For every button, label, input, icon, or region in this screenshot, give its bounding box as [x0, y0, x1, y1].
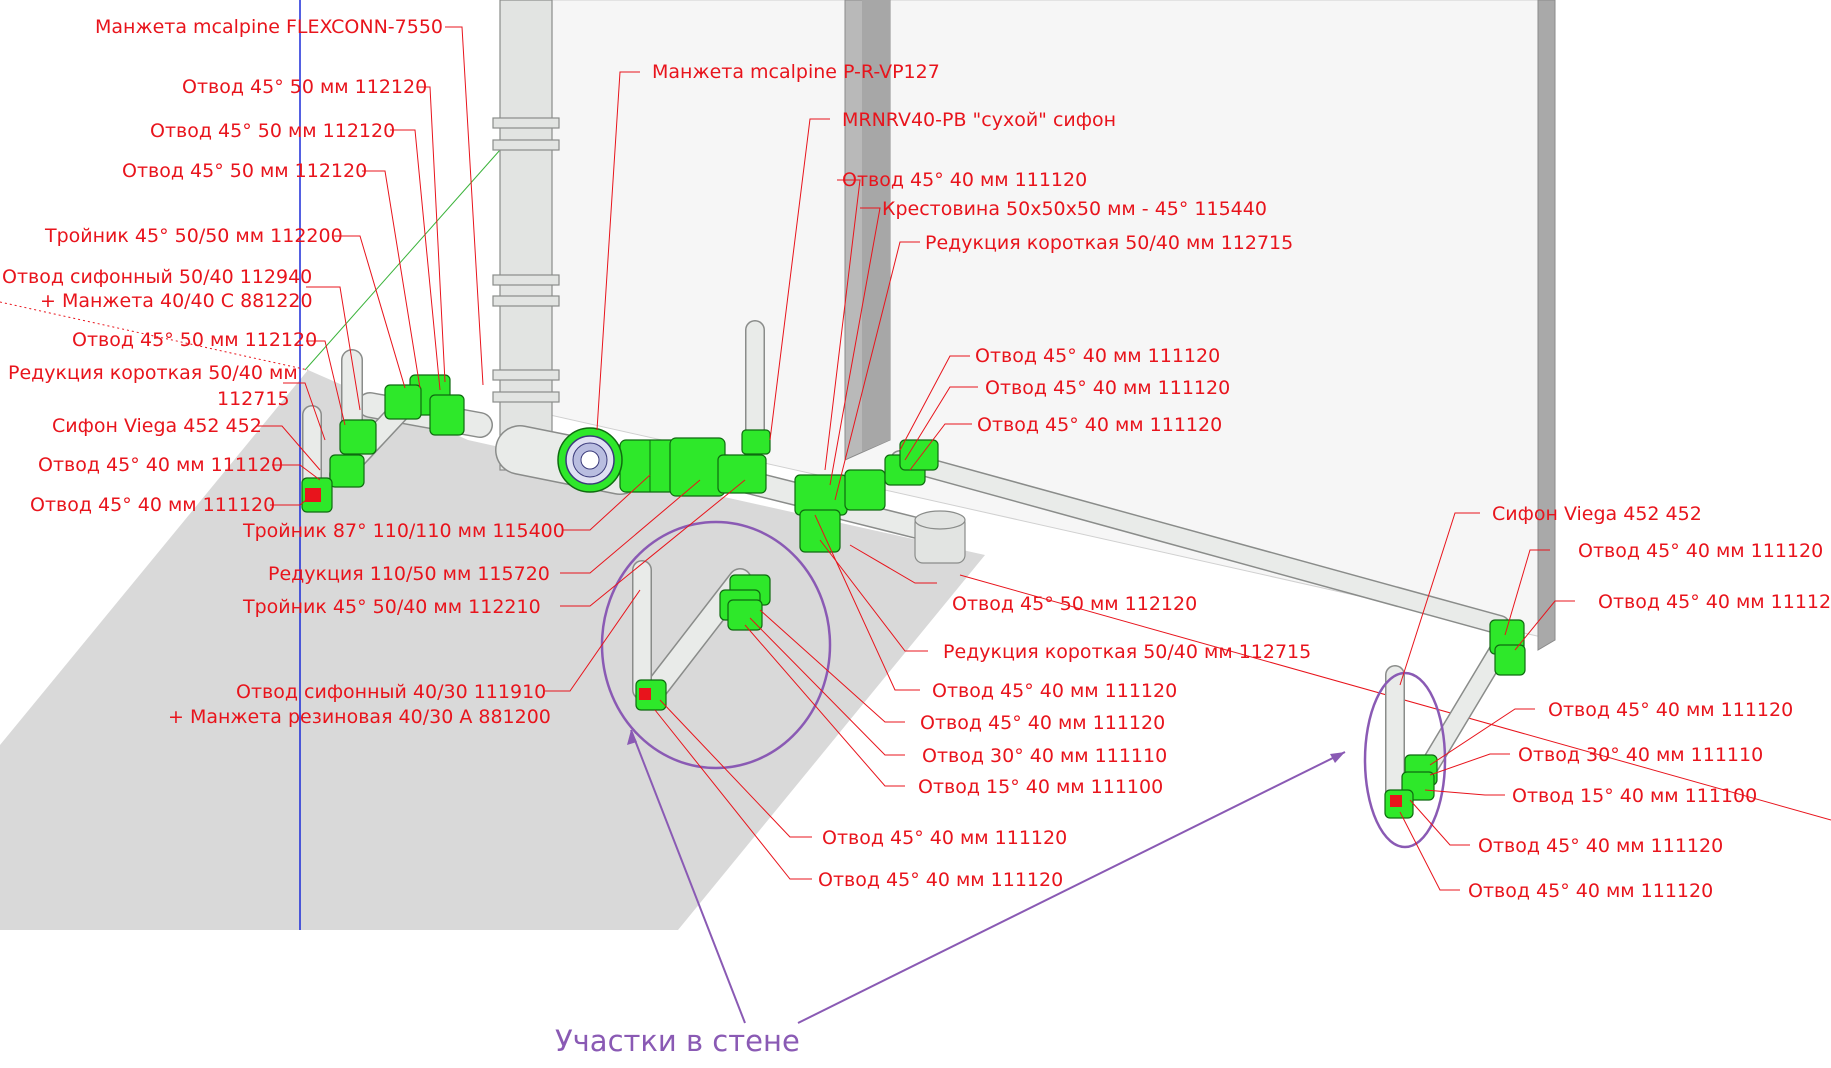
cross-50-left — [794, 474, 848, 516]
label-manzheta-vp127: Манжета mcalpine P-R-VP127 — [652, 61, 940, 83]
label-otvod-15-40-far: Отвод 15° 40 мм 111100 — [1512, 785, 1757, 807]
dry-trap — [557, 427, 623, 493]
riser-cap-red-right — [1390, 795, 1402, 807]
label-otvod-45-40-right-b: Отвод 45° 40 мм 111120 — [985, 377, 1230, 399]
label-otvod-45-40-far-a: Отвод 45° 40 мм 111120 — [1578, 540, 1823, 562]
right-elbow-2 — [1494, 644, 1526, 676]
label-troinik-45-50-40: Тройник 45° 50/40 мм 112210 — [242, 596, 541, 618]
cross-50-right — [844, 469, 886, 511]
wall-section-ellipse-right — [1363, 671, 1447, 849]
label-otvod-45-40-far-d: Отвод 45° 40 мм 111120 — [1478, 835, 1723, 857]
labels: Манжета mcalpine FLEXCONN-7550 Отвод 45°… — [2, 16, 1831, 1058]
axis-line-green — [304, 149, 501, 371]
label-otvod-45-50-a: Отвод 45° 50 мм 112120 — [182, 76, 427, 98]
label-otvod-sifonny-50-40: Отвод сифонный 50/40 112940 — [2, 266, 312, 288]
label-otvod-45-40-right-a: Отвод 45° 40 мм 111120 — [975, 345, 1220, 367]
label-otvod-45-40-top: Отвод 45° 40 мм 111120 — [842, 169, 1087, 191]
label-otvod-45-50-c: Отвод 45° 50 мм 112120 — [122, 160, 367, 182]
riser-cap-red-left — [305, 488, 321, 502]
label-redukcia-50-40-mid: Редукция короткая 50/40 мм 112715 — [943, 641, 1311, 663]
cross-50-down — [799, 509, 841, 553]
label-otvod-45-50-right: Отвод 45° 50 мм 112120 — [952, 593, 1197, 615]
label-mrnrv40-pb: MRNRV40-PB "сухой" сифон — [842, 109, 1116, 131]
label-troinik-45-50-50: Тройник 45° 50/50 мм 112200 — [44, 225, 343, 247]
label-sifon-viega-left: Сифон Viega 452 452 — [52, 415, 262, 437]
label-redukcia-50-40-left-code: 112715 — [217, 388, 290, 410]
note-wall-sections: Участки в стене — [555, 1024, 800, 1058]
riser-cap-red-mid — [639, 688, 651, 700]
label-otvod-45-40-far-b: Отвод 45° 40 мм 111120 — [1598, 591, 1831, 613]
label-redukcia-50-40-top: Редукция короткая 50/40 мм 112715 — [925, 232, 1293, 254]
label-otvod-30-40-mid: Отвод 30° 40 мм 111110 — [922, 745, 1167, 767]
elbow-45-40-top-right-2 — [899, 439, 939, 471]
label-otvod-45-50-b: Отвод 45° 50 мм 112120 — [150, 120, 395, 142]
label-otvod-45-40-far-c: Отвод 45° 40 мм 111120 — [1548, 699, 1793, 721]
riser-couplings — [492, 117, 560, 403]
label-otvod-45-40-mid-b: Отвод 45° 40 мм 111120 — [920, 712, 1165, 734]
label-otvod-15-40-mid: Отвод 15° 40 мм 111100 — [918, 776, 1163, 798]
note-arrow-left — [630, 729, 746, 1024]
note-arrow-right — [797, 751, 1346, 1024]
label-otvod-45-40-mid-a: Отвод 45° 40 мм 111120 — [932, 680, 1177, 702]
label-otvod-45-40-left-a: Отвод 45° 40 мм 111120 — [38, 454, 283, 476]
vent-fitting — [741, 429, 771, 455]
label-redukcia-110-50: Редукция 110/50 мм 115720 — [268, 563, 550, 585]
tee-45-50-40 — [717, 454, 767, 494]
label-manzheta-40-30: + Манжета резиновая 40/30 А 881200 — [168, 706, 551, 728]
label-otvod-45-40-far-e: Отвод 45° 40 мм 111120 — [1468, 880, 1713, 902]
label-otvod-45-40-right-c: Отвод 45° 40 мм 111120 — [977, 414, 1222, 436]
leader-lines — [257, 26, 1575, 891]
label-otvod-sifonny-40-30: Отвод сифонный 40/30 111910 — [236, 681, 546, 703]
label-manzheta-40-40: + Манжета 40/40 С 881220 — [40, 290, 313, 312]
floor-plane — [0, 370, 985, 930]
label-manzheta-flexconn: Манжета mcalpine FLEXCONN-7550 — [95, 16, 443, 38]
wall-column-face — [862, 0, 890, 452]
elbow-left-mid — [339, 419, 377, 455]
label-otvod-45-40-mid-c: Отвод 45° 40 мм 111120 — [822, 827, 1067, 849]
tee-left — [384, 384, 422, 420]
label-otvod-45-40-left-b: Отвод 45° 40 мм 111120 — [30, 494, 275, 516]
elbow-left-mid-2 — [329, 454, 365, 488]
label-redukcia-50-40-left: Редукция короткая 50/40 мм — [8, 362, 298, 384]
label-troinik-87-110: Тройник 87° 110/110 мм 115400 — [242, 520, 565, 542]
elbow-left-top-2 — [429, 394, 465, 436]
label-otvod-45-40-mid-d: Отвод 45° 40 мм 111120 — [818, 869, 1063, 891]
wall-edge — [1537, 0, 1556, 651]
label-sifon-viega-right: Сифон Viega 452 452 — [1492, 503, 1702, 525]
label-otvod-30-40-far: Отвод 30° 40 мм 111110 — [1518, 744, 1763, 766]
label-krestovina-50: Крестовина 50х50х50 мм - 45° 115440 — [882, 198, 1267, 220]
mid-elbow-b — [727, 599, 763, 631]
label-otvod-45-50-d: Отвод 45° 50 мм 112120 — [72, 329, 317, 351]
check-valve — [669, 437, 726, 497]
